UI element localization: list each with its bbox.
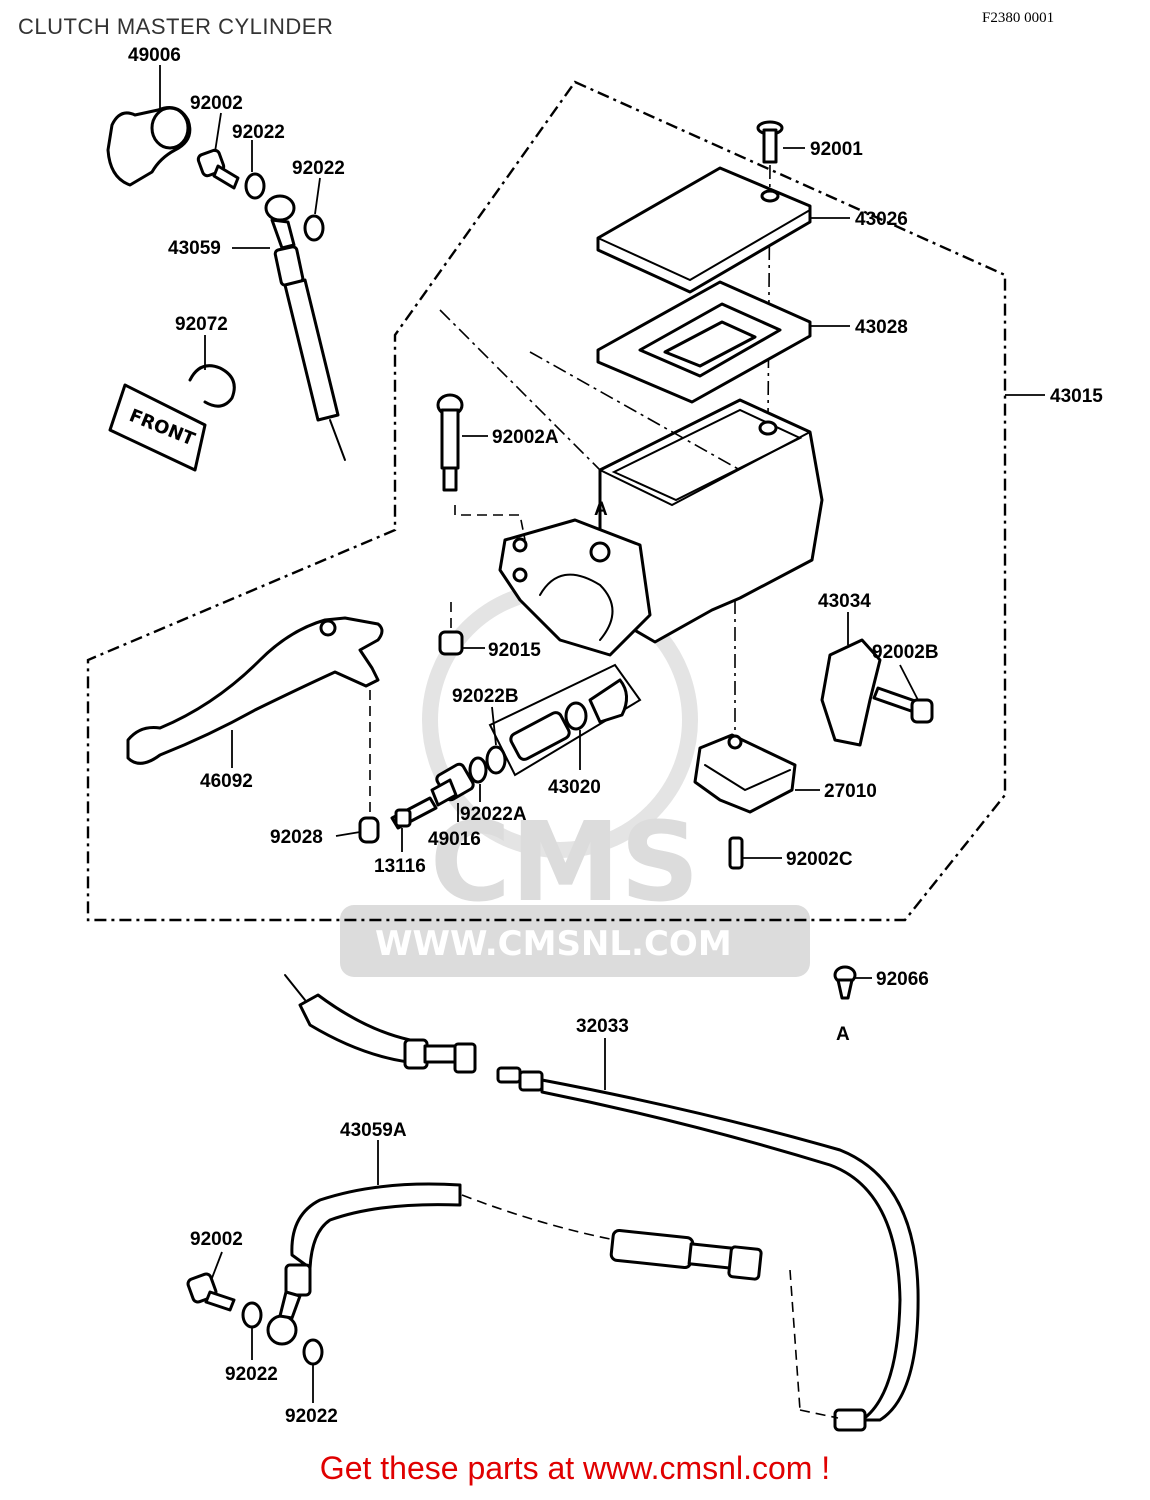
assembly-axis-2 [529, 351, 741, 471]
label-43059: 43059 [168, 238, 221, 259]
label-13116: 13116 [374, 856, 426, 877]
bolt-92002A-axis [454, 505, 526, 541]
watermark-url: WWW.CMSNL.COM [375, 924, 732, 964]
washer-92022-bottom-b [302, 1338, 324, 1366]
label-92022-bottom-b: 92022 [285, 1406, 338, 1427]
banjo-bolt-92002-top [196, 148, 240, 190]
assembly-axis-1 [439, 309, 601, 471]
label-92001: 92001 [810, 139, 863, 160]
washer-92022-bottom-a [241, 1301, 263, 1329]
ref-mark-a-2: A [836, 1024, 850, 1045]
front-tag: FRONT [108, 383, 207, 472]
switch-27010 [693, 733, 797, 814]
label-27010: 27010 [824, 781, 877, 802]
ref-mark-a-1: A [594, 499, 608, 520]
figure-code: F2380 0001 [982, 10, 1055, 26]
label-92002C: 92002C [786, 849, 853, 870]
pushrod-13116 [390, 796, 438, 830]
label-92022A: 92022A [460, 804, 527, 825]
watermark-logo: CMS [430, 798, 699, 926]
label-43026: 43026 [855, 209, 908, 230]
label-92022B: 92022B [452, 686, 519, 707]
label-43059A: 43059A [340, 1120, 407, 1141]
part-number-labels: 49006 92002 92022 92022 43059 92072 9200… [128, 45, 1103, 1427]
diagram-title: CLUTCH MASTER CYLINDER [18, 14, 334, 39]
label-43020: 43020 [548, 777, 601, 798]
bolt-92002A [436, 393, 464, 492]
washer-92022-top-b [303, 214, 325, 242]
label-43028: 43028 [855, 317, 908, 338]
banjo-bolt-92002-bottom [186, 1272, 236, 1312]
get-parts-link[interactable]: Get these parts at www.cmsnl.com ! [319, 1450, 831, 1486]
holder-43034 [820, 638, 882, 747]
label-92028: 92028 [270, 827, 323, 848]
label-49006: 49006 [128, 45, 181, 66]
bushing-92015 [438, 602, 464, 656]
label-49016: 49016 [428, 829, 481, 850]
hose-43059A [266, 1182, 839, 1419]
watermark-banner [340, 905, 810, 977]
label-92022-bottom-a: 92022 [225, 1364, 278, 1385]
exploded-view-diagram: CMS WWW.CMSNL.COM FRO [86, 45, 1103, 1432]
clamp-92072 [188, 364, 236, 408]
label-46092: 46092 [200, 771, 253, 792]
label-32033: 32033 [576, 1016, 629, 1037]
master-cylinder-body-43015 [498, 398, 824, 657]
screw-92001 [756, 120, 784, 164]
label-92002-top: 92002 [190, 93, 243, 114]
label-43034: 43034 [818, 591, 871, 612]
reservoir-cap-43026 [596, 166, 812, 294]
screw-axis [767, 164, 771, 421]
cap-49006 [106, 106, 192, 187]
screw-92002C [728, 836, 744, 870]
washer-92022B [485, 745, 507, 775]
label-92072: 92072 [175, 314, 228, 335]
lever-46092 [126, 616, 384, 765]
bleeder-92066 [833, 965, 857, 1000]
label-43015: 43015 [1050, 386, 1103, 407]
assembly-boundary-43015 [86, 80, 1007, 922]
washer-92022A [468, 756, 488, 784]
diaphragm-43028 [596, 280, 812, 404]
bolt-92002B [872, 686, 934, 724]
label-92015: 92015 [488, 640, 541, 661]
label-92002B: 92002B [872, 642, 939, 663]
dust-cover-49016 [430, 762, 475, 807]
label-92002-bottom: 92002 [190, 1229, 243, 1250]
upper-hose-end [284, 974, 477, 1074]
lever-pivot-hole [319, 619, 337, 637]
label-92022-top-a: 92022 [232, 122, 285, 143]
label-92002A: 92002A [492, 427, 559, 448]
label-92066: 92066 [876, 969, 929, 990]
clutch-pipe-32033 [496, 1066, 920, 1432]
nut-92028 [358, 816, 380, 844]
piston-kit-43020 [488, 663, 642, 777]
leader-lines [159, 65, 1045, 1403]
label-92022-top-b: 92022 [292, 158, 345, 179]
hose-43059 [264, 194, 346, 461]
washer-92022-top-a [244, 172, 266, 200]
